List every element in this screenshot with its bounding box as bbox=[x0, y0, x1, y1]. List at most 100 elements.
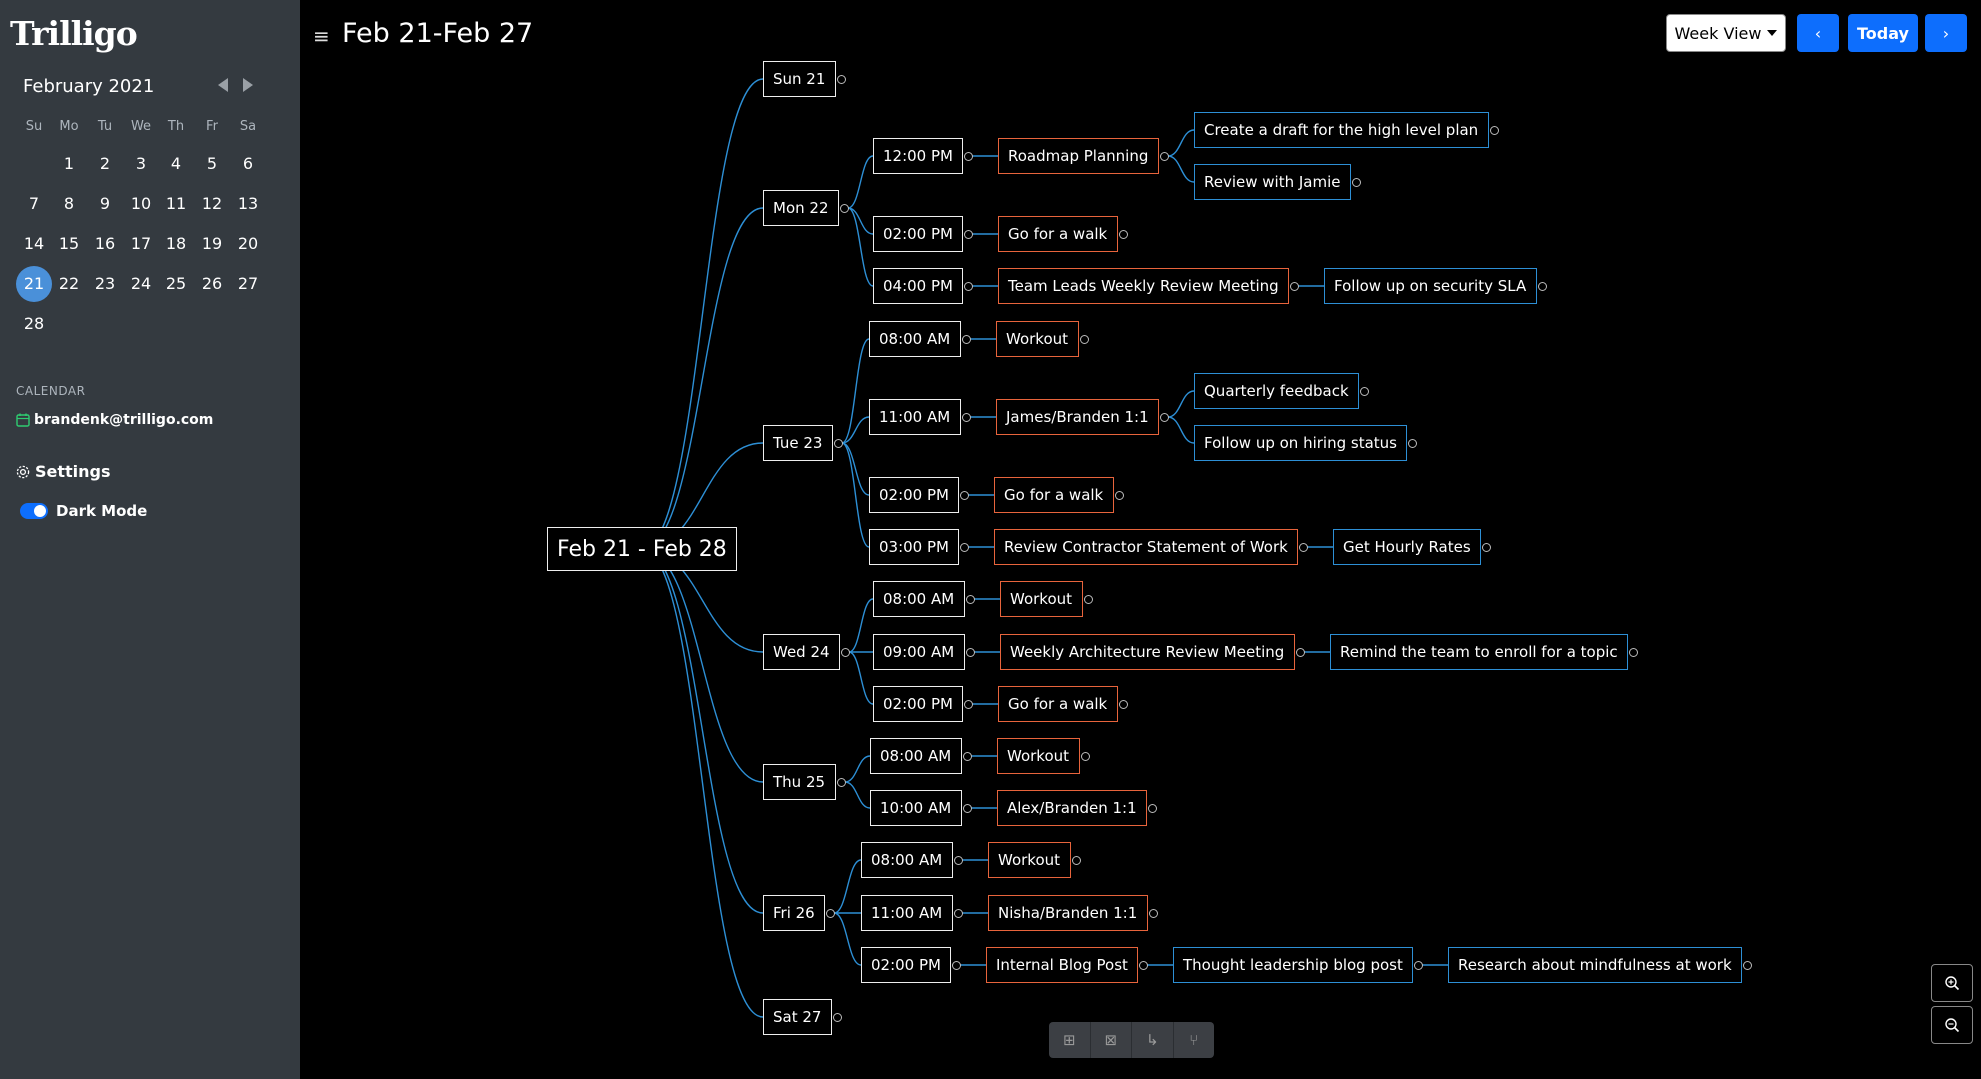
task-node[interactable]: Create a draft for the high level plan bbox=[1194, 112, 1489, 148]
event-node[interactable]: James/Branden 1:1 bbox=[996, 399, 1159, 435]
day-node[interactable]: Wed 24 bbox=[763, 634, 840, 670]
calendar-day[interactable]: 26 bbox=[201, 274, 223, 293]
expand-collapse-handle[interactable] bbox=[1148, 804, 1157, 813]
day-node[interactable]: Sun 21 bbox=[763, 61, 836, 97]
day-node[interactable]: Fri 26 bbox=[763, 895, 825, 931]
expand-collapse-handle[interactable] bbox=[841, 648, 850, 657]
expand-collapse-handle[interactable] bbox=[966, 648, 975, 657]
event-node[interactable]: Workout bbox=[996, 321, 1079, 357]
add-child-icon[interactable]: ↳ bbox=[1132, 1022, 1174, 1058]
expand-collapse-handle[interactable] bbox=[1482, 543, 1491, 552]
event-node[interactable]: Weekly Architecture Review Meeting bbox=[1000, 634, 1295, 670]
expand-collapse-handle[interactable] bbox=[1408, 439, 1417, 448]
task-node[interactable]: Remind the team to enroll for a topic bbox=[1330, 634, 1628, 670]
calendar-day[interactable]: 16 bbox=[94, 234, 116, 253]
expand-collapse-handle[interactable] bbox=[837, 75, 846, 84]
task-node[interactable]: Get Hourly Rates bbox=[1333, 529, 1481, 565]
expand-collapse-handle[interactable] bbox=[964, 152, 973, 161]
time-node[interactable]: 02:00 PM bbox=[873, 216, 963, 252]
time-node[interactable]: 08:00 AM bbox=[861, 842, 953, 878]
event-node[interactable]: Workout bbox=[1000, 581, 1083, 617]
expand-collapse-handle[interactable] bbox=[964, 282, 973, 291]
expand-collapse-handle[interactable] bbox=[1490, 126, 1499, 135]
event-node[interactable]: Go for a walk bbox=[998, 686, 1118, 722]
calendar-day[interactable]: 23 bbox=[94, 274, 116, 293]
calendar-day[interactable]: 21 bbox=[16, 266, 52, 302]
calendar-day[interactable]: 13 bbox=[237, 194, 259, 213]
calendar-day[interactable]: 9 bbox=[99, 194, 111, 213]
root-node[interactable]: Feb 21 - Feb 28 bbox=[547, 527, 737, 571]
time-node[interactable]: 09:00 AM bbox=[873, 634, 965, 670]
event-node[interactable]: Workout bbox=[988, 842, 1071, 878]
expand-collapse-handle[interactable] bbox=[1743, 961, 1752, 970]
task-node[interactable]: Follow up on security SLA bbox=[1324, 268, 1537, 304]
event-node[interactable]: Roadmap Planning bbox=[998, 138, 1159, 174]
expand-collapse-handle[interactable] bbox=[960, 543, 969, 552]
expand-collapse-handle[interactable] bbox=[1360, 387, 1369, 396]
expand-collapse-handle[interactable] bbox=[833, 1013, 842, 1022]
next-month-arrow-icon[interactable] bbox=[243, 78, 253, 92]
zoom-out-button[interactable] bbox=[1931, 1006, 1973, 1044]
event-node[interactable]: Internal Blog Post bbox=[986, 947, 1138, 983]
next-week-button[interactable]: › bbox=[1925, 14, 1967, 52]
expand-collapse-handle[interactable] bbox=[834, 439, 843, 448]
task-node[interactable]: Research about mindfulness at work bbox=[1448, 947, 1742, 983]
expand-collapse-handle[interactable] bbox=[1414, 961, 1423, 970]
expand-collapse-handle[interactable] bbox=[963, 752, 972, 761]
task-node[interactable]: Follow up on hiring status bbox=[1194, 425, 1407, 461]
expand-collapse-handle[interactable] bbox=[1629, 648, 1638, 657]
expand-collapse-handle[interactable] bbox=[952, 961, 961, 970]
time-node[interactable]: 04:00 PM bbox=[873, 268, 963, 304]
calendar-day[interactable]: 2 bbox=[99, 154, 111, 173]
expand-collapse-handle[interactable] bbox=[964, 700, 973, 709]
expand-collapse-handle[interactable] bbox=[1160, 413, 1169, 422]
expand-collapse-handle[interactable] bbox=[1081, 752, 1090, 761]
view-selector-dropdown[interactable]: Week View bbox=[1666, 14, 1786, 52]
zoom-in-button[interactable] bbox=[1931, 964, 1973, 1002]
time-node[interactable]: 08:00 AM bbox=[869, 321, 961, 357]
event-node[interactable]: Nisha/Branden 1:1 bbox=[988, 895, 1148, 931]
calendar-account[interactable]: brandenk@trilligo.com bbox=[16, 412, 213, 428]
expand-collapse-handle[interactable] bbox=[954, 909, 963, 918]
day-node[interactable]: Sat 27 bbox=[763, 999, 832, 1035]
day-node[interactable]: Thu 25 bbox=[763, 764, 836, 800]
time-node[interactable]: 11:00 AM bbox=[861, 895, 953, 931]
task-node[interactable]: Thought leadership blog post bbox=[1173, 947, 1413, 983]
expand-collapse-handle[interactable] bbox=[826, 909, 835, 918]
expand-collapse-handle[interactable] bbox=[840, 204, 849, 213]
settings-link[interactable]: Settings bbox=[15, 462, 111, 481]
calendar-day[interactable]: 1 bbox=[63, 154, 75, 173]
calendar-day[interactable]: 12 bbox=[201, 194, 223, 213]
calendar-day[interactable]: 3 bbox=[135, 154, 147, 173]
calendar-day[interactable]: 6 bbox=[242, 154, 254, 173]
expand-collapse-handle[interactable] bbox=[1352, 178, 1361, 187]
prev-month-arrow-icon[interactable] bbox=[218, 78, 228, 92]
expand-collapse-handle[interactable] bbox=[1299, 543, 1308, 552]
calendar-day[interactable]: 18 bbox=[165, 234, 187, 253]
expand-collapse-handle[interactable] bbox=[1139, 961, 1148, 970]
calendar-day[interactable]: 28 bbox=[23, 314, 45, 333]
calendar-day[interactable]: 8 bbox=[63, 194, 75, 213]
time-node[interactable]: 02:00 PM bbox=[869, 477, 959, 513]
time-node[interactable]: 08:00 AM bbox=[873, 581, 965, 617]
time-node[interactable]: 12:00 PM bbox=[873, 138, 963, 174]
event-node[interactable]: Alex/Branden 1:1 bbox=[997, 790, 1147, 826]
time-node[interactable]: 02:00 PM bbox=[861, 947, 951, 983]
previous-week-button[interactable]: ‹ bbox=[1797, 14, 1839, 52]
expand-collapse-handle[interactable] bbox=[962, 335, 971, 344]
event-node[interactable]: Go for a walk bbox=[998, 216, 1118, 252]
calendar-day[interactable]: 11 bbox=[165, 194, 187, 213]
expand-collapse-handle[interactable] bbox=[837, 778, 846, 787]
calendar-day[interactable]: 22 bbox=[58, 274, 80, 293]
event-node[interactable]: Go for a walk bbox=[994, 477, 1114, 513]
calendar-day[interactable]: 15 bbox=[58, 234, 80, 253]
expand-collapse-handle[interactable] bbox=[1538, 282, 1547, 291]
expand-collapse-handle[interactable] bbox=[966, 595, 975, 604]
day-node[interactable]: Tue 23 bbox=[763, 425, 833, 461]
add-node-icon[interactable]: ⊞ bbox=[1049, 1022, 1091, 1058]
expand-collapse-handle[interactable] bbox=[964, 230, 973, 239]
calendar-day[interactable]: 20 bbox=[237, 234, 259, 253]
branch-icon[interactable]: ⑂ bbox=[1189, 1031, 1199, 1049]
expand-collapse-handle[interactable] bbox=[960, 491, 969, 500]
expand-collapse-handle[interactable] bbox=[963, 804, 972, 813]
